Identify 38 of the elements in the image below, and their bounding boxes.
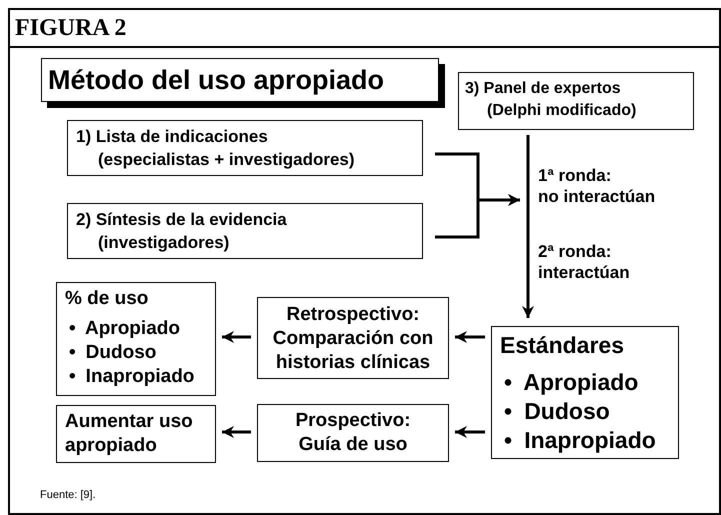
box-subtext: (especialistas + investigadores) (97, 149, 356, 171)
figure-title: FIGURA 2 (15, 14, 126, 42)
arrow (455, 426, 485, 438)
box-subtext: (investigadores) (97, 232, 230, 254)
list-item: • Apropiado (69, 317, 181, 341)
box-text: Aumentar uso apropiado (65, 410, 194, 458)
box-heading: 2) Síntesis de la evidencia (76, 209, 288, 231)
list-box (67, 203, 423, 259)
round-note: interactúan (538, 262, 630, 283)
process-box (257, 404, 449, 462)
list-item: • Inapropiado (69, 365, 196, 389)
list-box (491, 326, 679, 459)
process-box (257, 297, 449, 379)
process-box (56, 405, 216, 463)
arrow (222, 331, 251, 343)
list-item: • Inapropiado (504, 426, 657, 455)
source-note: Fuente: [9]. (40, 489, 96, 501)
box-heading: 3) Panel de expertos (465, 79, 622, 99)
list-item: • Dudoso (69, 341, 158, 365)
arrow (455, 331, 485, 343)
box-text: Retrospectivo: Comparación con historias clínicas (272, 303, 434, 375)
box-heading: % de uso (65, 287, 150, 311)
box-heading: Estándares (500, 331, 626, 360)
list-item: • Apropiado (504, 368, 640, 397)
list-box (67, 120, 423, 176)
box-subtext: (Delphi modificado) (486, 101, 638, 121)
round-note: 1ª ronda: (538, 165, 612, 186)
arrow (435, 194, 520, 238)
list-item: • Dudoso (504, 397, 611, 426)
round-note: 2ª ronda: (538, 241, 612, 262)
arrow (522, 135, 534, 318)
list-box (458, 72, 694, 130)
list-box (56, 282, 216, 396)
arrow (222, 426, 251, 438)
round-note: no interactúan (538, 186, 656, 207)
box-heading: 1) Lista de indicaciones (76, 126, 269, 148)
box-text: Prospectivo: Guía de uso (294, 409, 412, 457)
box-text: Método del uso apropiado (48, 64, 385, 96)
